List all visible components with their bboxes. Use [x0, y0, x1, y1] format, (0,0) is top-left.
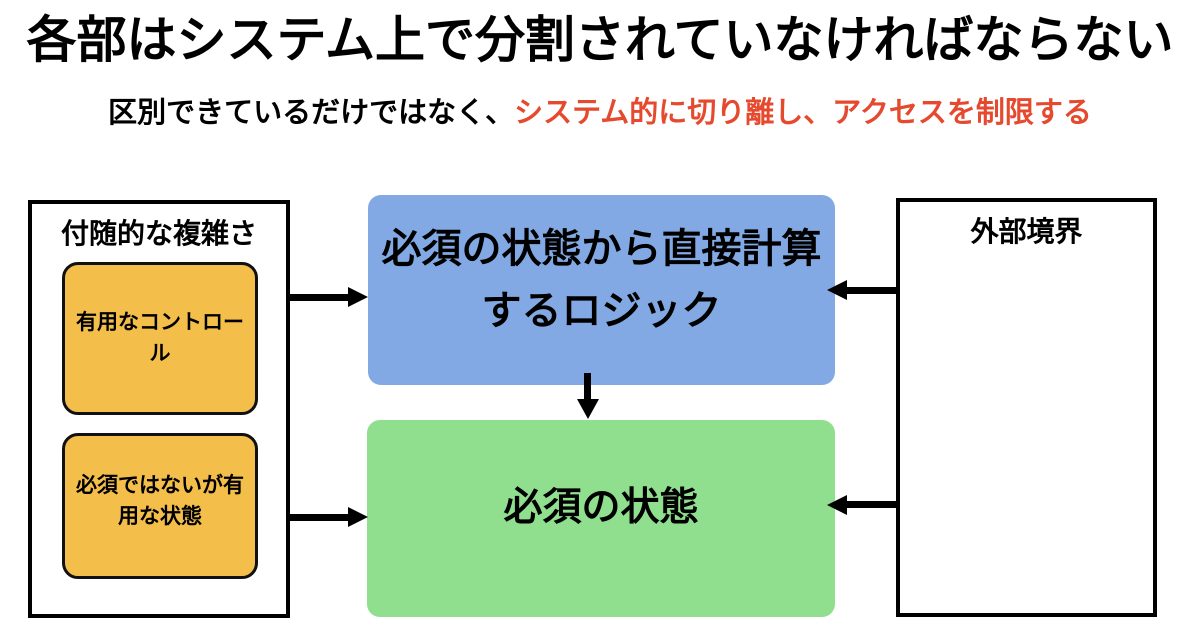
essential-state-label: 必須の状態 — [503, 485, 699, 529]
arrow-head-left-icon — [827, 495, 847, 515]
subtitle-black-text: 区別できているだけではなく、 — [108, 97, 515, 129]
external-boundary-label: 外部境界 — [970, 216, 1083, 247]
arrow-shaft — [845, 287, 898, 294]
essential-state-node: 必須の状態 — [367, 420, 835, 617]
external-boundary-box: 外部境界 — [896, 198, 1157, 617]
arrow-head-right-icon — [348, 287, 368, 307]
accidental-complexity-label: 付随的な複雑さ — [60, 218, 257, 249]
arrow-head-right-icon — [348, 507, 368, 527]
arrow-shaft — [845, 501, 898, 508]
arrow-head-left-icon — [827, 280, 847, 300]
arrow-shaft — [288, 294, 350, 301]
useful-nonessential-state-node: 必須ではないが有 用な状態 — [62, 433, 258, 579]
useful-controls-node: 有用なコントロー ル — [62, 262, 258, 415]
useful-controls-label: 有用なコントロー ル — [76, 310, 244, 365]
arrow-shaft — [584, 373, 591, 401]
arrow-shaft — [288, 514, 350, 521]
subtitle-red-text: システム的に切り離し、アクセスを制限する — [514, 97, 1092, 129]
page-title: 各部はシステム上で分割されていなければならない — [26, 12, 1174, 68]
useful-nonessential-state-label: 必須ではないが有 用な状態 — [76, 474, 244, 528]
subtitle: 区別できているだけではなく、システム的に切り離し、アクセスを制限する — [0, 92, 1200, 134]
logic-node: 必須の状態から直接計算 するロジック — [368, 195, 835, 385]
arrow-head-down-icon — [577, 399, 599, 419]
accidental-complexity-box: 付随的な複雑さ 有用なコントロー ル 必須ではないが有 用な状態 — [28, 200, 290, 618]
logic-node-label: 必須の状態から直接計算 するロジック — [381, 227, 822, 333]
